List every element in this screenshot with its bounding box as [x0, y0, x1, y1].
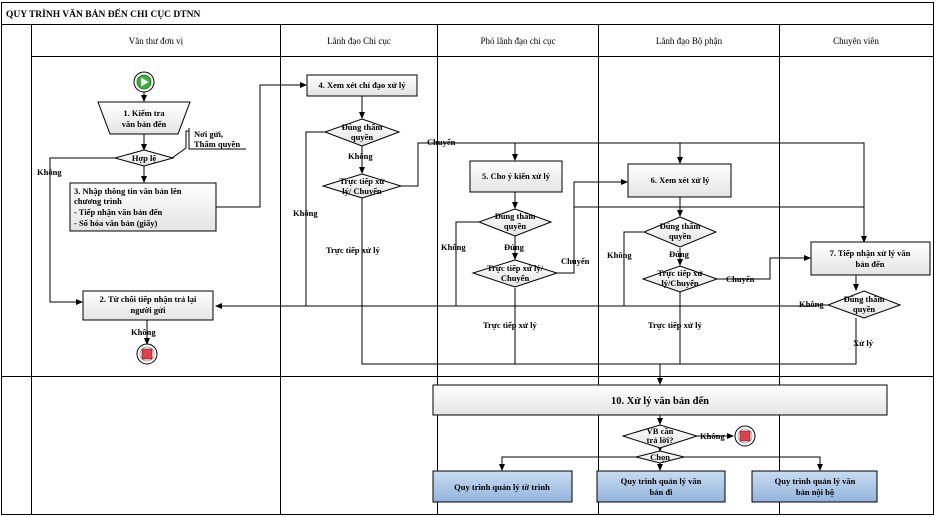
decision-tt3-line1: Trực tiếp xử: [658, 268, 704, 278]
decision-truc-tiep-chi-cuc: [321, 173, 403, 199]
decision-tham-quyen-chi-cuc: [323, 118, 401, 147]
label-chuyen-bo-phan: Chuyển: [726, 274, 755, 284]
lane-header-van-thu: Văn thư đơn vị: [129, 36, 184, 46]
lane-header-pho-lanh-dao: Phó lãnh đạo chi cục: [481, 36, 556, 46]
step-3-line2: chương trình: [74, 196, 122, 206]
decision-tham-quyen-bo-phan: [642, 216, 718, 248]
note-line2: Thẩm quyền: [194, 139, 240, 149]
decision-vb-can-tra-loi: [621, 424, 699, 449]
lane-header-chuyen-vien: Chuyên viên: [833, 36, 879, 46]
step-3-line1: 3. Nhập thông tin văn bản lên: [74, 186, 182, 196]
step-2-reject: [82, 290, 214, 321]
label-dung-bo-phan: Đúng: [669, 249, 690, 259]
subprocess-noi-bo-line1: Quy trình quản lý văn: [775, 476, 856, 486]
start-node: [133, 71, 155, 93]
decision-truc-tiep-bo-phan: [641, 265, 719, 293]
step-6-label: 6. Xem xét xử lý: [651, 175, 710, 185]
decision-tq4-line2: quyền: [853, 304, 875, 314]
decision-hop-le: [113, 149, 175, 167]
decision-truc-tiep-pho: [471, 259, 559, 288]
label-khong-left: Không: [293, 208, 318, 218]
label-khong-hop-le: Không: [37, 167, 62, 177]
connector-labels: Không Không Không Không Trực tiếp xử lý …: [37, 137, 874, 441]
step-7-line2: bản đến: [855, 259, 884, 269]
label-khong-chuyen-vien: Không: [799, 299, 824, 309]
play-icon: [141, 77, 149, 87]
step-4-review: [306, 74, 418, 97]
label-khong-end: Không: [131, 327, 156, 337]
note-line1: Nơi gửi,: [194, 129, 223, 139]
decision-tq2-line1: Đúng thẩm: [495, 211, 536, 221]
subprocess-van-ban-di-line2: bản đi: [650, 487, 674, 497]
decision-tt2-line1: Trực tiếp xử lý/: [487, 263, 544, 273]
label-khong-pho: Không: [441, 242, 466, 252]
label-chuyen-chi-cuc: Chuyển: [427, 137, 456, 147]
step-2-line1: 2. Từ chối tiếp nhận trả lại: [100, 294, 197, 304]
step-3-enter-info: [69, 182, 217, 232]
decision-tham-quyen-pho: [477, 208, 553, 237]
connectors: [49, 82, 867, 471]
label-khong-vb: Không: [700, 431, 725, 441]
decision-vb-line2: trả lời?: [647, 435, 674, 445]
decision-chon: [635, 450, 685, 464]
annotation-note: Nơi gửi, Thẩm quyền: [188, 128, 246, 150]
step-7-line1: 7. Tiếp nhận xử lý văn: [830, 248, 911, 258]
lane-header-lanh-dao-bo-phan: Lãnh đạo Bộ phận: [656, 36, 723, 46]
step-1-label-line1: 1. Kiểm tra: [123, 108, 165, 118]
end-node-1: [136, 343, 158, 365]
subprocess-van-ban-di-line1: Quy trình quản lý văn: [621, 476, 702, 486]
step-4-label: 4. Xem xét chỉ đạo xử lý: [318, 80, 406, 90]
subprocess-noi-bo-line2: bản nội bộ: [796, 487, 834, 497]
step-6-process: [627, 163, 732, 198]
label-dung-pho: Đúng: [504, 242, 525, 252]
decision-tq1-line2: quyền: [351, 132, 373, 142]
diagram-title: QUY TRÌNH VĂN BẢN ĐẾN CHI CỤC DTNN: [6, 7, 200, 20]
subprocess-to-trinh: [432, 470, 573, 503]
label-xu-ly: Xử lý: [853, 338, 874, 348]
end-node-2: [734, 425, 756, 447]
stop-icon: [141, 348, 153, 360]
decision-tq2-line2: quyền: [504, 221, 526, 231]
step-10-label: 10. Xử lý văn bản đến: [611, 396, 709, 407]
decision-tt2-line2: Chuyển: [501, 273, 530, 283]
label-chuyen-pho: Chuyển: [561, 256, 590, 266]
step-7-receive: [810, 241, 931, 276]
step-3-line3: - Tiếp nhận văn bản đến: [74, 207, 163, 217]
decision-chon-label: Chọn: [650, 452, 670, 462]
step-5-label: 5. Cho ý kiến xử lý: [482, 171, 551, 181]
decision-hop-le-label: Hợp lệ: [132, 153, 157, 163]
decision-tham-quyen-chuyen-vien: [826, 290, 902, 319]
step-3-line4: - Số hóa văn bản (giấy): [74, 218, 158, 228]
label-truc-tiep-pho: Trực tiếp xử lý: [483, 320, 537, 330]
subprocess-van-ban-di: [596, 470, 726, 503]
step-2-line2: người gửi: [131, 305, 167, 315]
step-1-check-document: [97, 101, 191, 135]
label-khong-bo-phan: Không: [607, 250, 632, 260]
stop-icon: [739, 430, 751, 442]
decision-tq3-line1: Đúng thẩm: [660, 221, 701, 231]
label-truc-tiep-chi-cuc: Trực tiếp xử lý: [326, 245, 380, 255]
decision-tq4-line1: Đúng thẩm: [844, 294, 885, 304]
step-10-handle-document: [432, 384, 888, 416]
subprocess-noi-bo: [751, 470, 878, 503]
label-khong-chi-cuc: Không: [348, 151, 373, 161]
decision-tq3-line2: quyền: [669, 231, 691, 241]
lane-header-lanh-dao-chi-cuc: Lãnh đạo Chi cục: [327, 36, 391, 46]
decision-tq1-line1: Đúng thẩm: [342, 122, 383, 132]
decision-tt1-line1: Trực tiếp xử: [340, 176, 386, 186]
decision-tt1-line2: lý/ Chuyển: [342, 186, 382, 196]
decision-vb-line1: VB cần: [647, 426, 674, 436]
subprocess-to-trinh-label: Quy trình quản lý tờ trình: [454, 482, 550, 492]
decision-tt3-line2: lý/Chuyển: [661, 278, 699, 288]
label-truc-tiep-bo-phan: Trực tiếp xử lý: [648, 320, 702, 330]
step-1-label-line2: văn bản đến: [122, 119, 167, 129]
step-5-opinion: [469, 160, 563, 193]
